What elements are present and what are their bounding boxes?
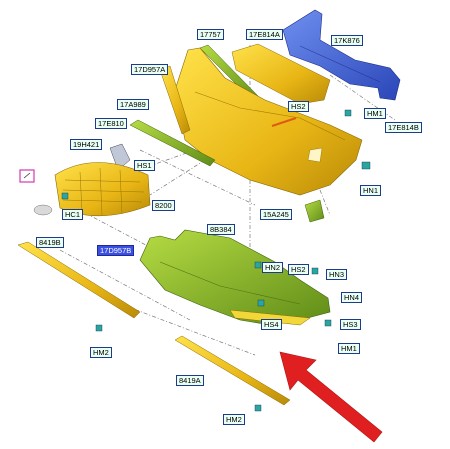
part-label-17e810[interactable]: 17E810 (95, 118, 127, 129)
highlight-marker-icon (19, 169, 35, 183)
part-label-hn1[interactable]: HN1 (360, 185, 382, 196)
clip-icon (61, 192, 69, 200)
clip-icon (311, 267, 319, 275)
trim-strip-8419a-icon (174, 335, 291, 406)
part-label-hn2[interactable]: HN2 (262, 262, 284, 273)
part-label-17d957a[interactable]: 17D957A (131, 64, 169, 75)
part-label-hs3[interactable]: HS3 (340, 319, 361, 330)
bracket-19h421-icon (109, 143, 131, 171)
part-label-hm2-bottom[interactable]: HM2 (223, 414, 245, 425)
clip-icon (257, 299, 265, 307)
energy-absorber-icon (231, 43, 331, 105)
bumper-reinforcement-blue-icon (282, 9, 401, 101)
part-label-17e814a[interactable]: 17E814A (246, 29, 283, 40)
clip-icon (344, 109, 352, 117)
part-label-hs2-bottom[interactable]: HS2 (288, 264, 309, 275)
part-label-hc1[interactable]: HC1 (62, 209, 84, 220)
part-label-hs1[interactable]: HS1 (134, 160, 155, 171)
emblem-icon (33, 204, 53, 216)
part-label-hn3[interactable]: HN3 (326, 269, 348, 280)
clip-parts (61, 109, 371, 412)
part-label-hm1-bottom[interactable]: HM1 (338, 343, 360, 354)
part-label-8b384[interactable]: 8B384 (207, 224, 235, 235)
part-label-hn4[interactable]: HN4 (341, 292, 363, 303)
part-label-8200[interactable]: 8200 (152, 200, 175, 211)
part-label-17e814b[interactable]: 17E814B (385, 122, 422, 133)
part-label-8419a[interactable]: 8419A (176, 375, 204, 386)
part-label-8419b[interactable]: 8419B (36, 237, 64, 248)
part-label-hs2-top[interactable]: HS2 (288, 101, 309, 112)
green-strip-17e810-icon (129, 119, 216, 167)
part-label-hs4[interactable]: HS4 (261, 319, 282, 330)
part-label-17a989[interactable]: 17A989 (117, 99, 149, 110)
part-label-17757[interactable]: 17757 (197, 29, 224, 40)
bumper-cover-yellow-icon (174, 47, 363, 196)
trim-strip-8419b-icon (17, 241, 141, 319)
part-label-15a245[interactable]: 15A245 (260, 209, 292, 220)
clip-icon (361, 161, 371, 170)
part-label-hm2-left[interactable]: HM2 (90, 347, 112, 358)
red-pointer-arrow-icon (279, 351, 383, 443)
clip-icon (324, 319, 332, 327)
small-clip-icon (23, 172, 31, 179)
part-label-hm1-top[interactable]: HM1 (364, 108, 386, 119)
bracket-15a245-icon (304, 199, 325, 223)
part-label-17k876[interactable]: 17K876 (331, 35, 363, 46)
part-label-17d957b-selected[interactable]: 17D957B (97, 245, 135, 256)
lower-bumper-green-icon (139, 229, 331, 326)
clip-icon (95, 324, 103, 332)
clip-icon (254, 261, 262, 269)
clip-icon (254, 404, 262, 412)
part-label-19h421[interactable]: 19H421 (70, 139, 103, 150)
